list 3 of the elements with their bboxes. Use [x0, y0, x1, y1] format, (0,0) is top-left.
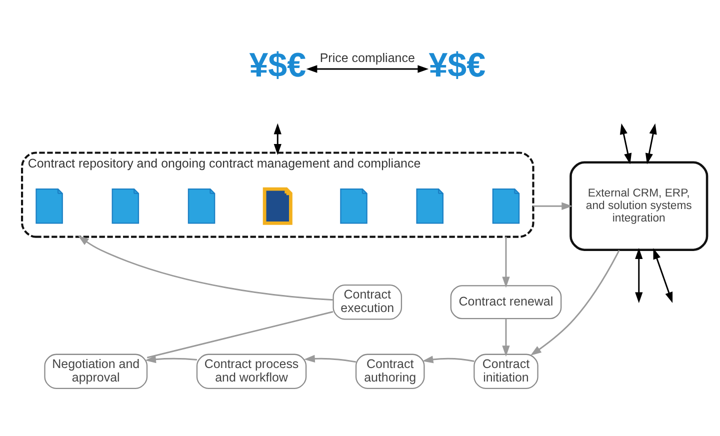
node-text: ¥$€ — [249, 46, 306, 84]
node-text: ¥$€ — [428, 46, 486, 84]
edge-label: Price compliance — [320, 50, 415, 64]
